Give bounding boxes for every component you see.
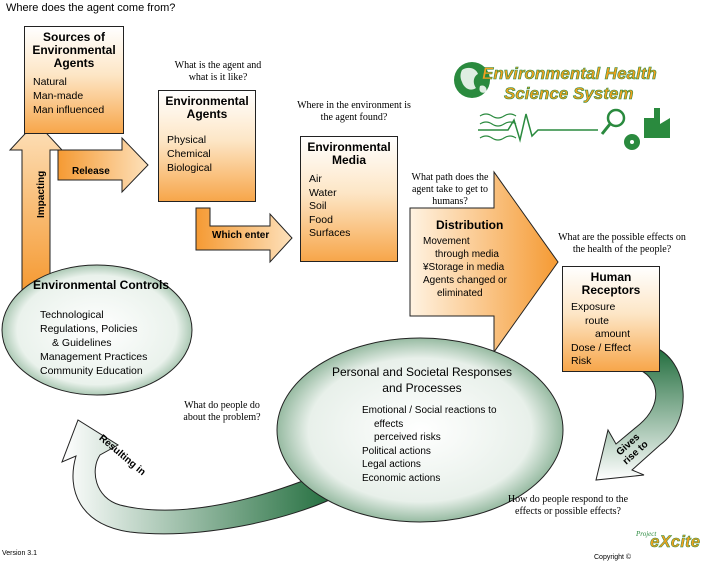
question-where-found: Where in the environment is the agent fo… bbox=[297, 100, 411, 123]
release-arrow bbox=[57, 136, 149, 194]
gives-rise-arrow bbox=[595, 345, 684, 481]
distribution-arrow bbox=[409, 170, 559, 354]
responses-item: Emotional / Social reactions to bbox=[362, 405, 497, 416]
distribution-title: Distribution bbox=[436, 218, 504, 232]
excite-logo: Project eXcite bbox=[636, 524, 708, 560]
factory-icon bbox=[644, 108, 670, 138]
controls-item: Community Education bbox=[40, 365, 143, 377]
responses-item: perceived risks bbox=[374, 432, 441, 443]
agents-item: Physical bbox=[167, 134, 207, 146]
distribution-item: Movement bbox=[423, 236, 470, 247]
heartbeat-line-icon bbox=[478, 113, 598, 143]
responses-item: Legal actions bbox=[362, 459, 421, 470]
question-effects: What are the possible effects on the hea… bbox=[558, 232, 686, 255]
controls-ellipse-shape bbox=[1, 264, 193, 396]
controls-item: & Guidelines bbox=[52, 337, 112, 349]
media-item: Air bbox=[309, 173, 322, 185]
controls-item: Technological bbox=[40, 309, 104, 321]
excite-logo-small: Project bbox=[636, 530, 657, 538]
controls-title: Environmental Controls bbox=[32, 278, 169, 292]
agents-title: Environmental Agents bbox=[165, 94, 249, 121]
impacting-arrow bbox=[8, 121, 64, 291]
receptors-item: Risk bbox=[571, 355, 592, 367]
distribution-item: Agents changed or bbox=[423, 275, 507, 286]
impacting-label: Impacting bbox=[36, 170, 47, 218]
media-item: Soil bbox=[309, 200, 327, 212]
receptors-item: Exposure bbox=[571, 301, 616, 313]
ehss-logo: Environmental Health Science System bbox=[448, 58, 698, 158]
sources-item: Man influenced bbox=[33, 104, 105, 116]
media-box: Environmental Media Air Water Soil Food … bbox=[300, 136, 398, 262]
controls-list: Technological Regulations, Policies & Gu… bbox=[40, 308, 147, 378]
media-item: Water bbox=[309, 186, 337, 199]
distribution-list: Movement through media ¥Storage in media… bbox=[423, 235, 507, 300]
magnifier-icon bbox=[606, 108, 626, 128]
which-enter-label: Which enter bbox=[212, 230, 270, 241]
which-enter-arrow bbox=[195, 207, 293, 264]
agents-box: Environmental Agents Physical Chemical B… bbox=[158, 90, 256, 202]
question-agent-like: What is the agent and what is it like? bbox=[174, 60, 262, 83]
distribution-item: through media bbox=[435, 249, 499, 260]
sources-title: Sources of Environmental Agents bbox=[32, 30, 116, 70]
receptors-title: Human Receptors bbox=[581, 270, 641, 297]
responses-item: Economic actions bbox=[362, 472, 441, 484]
agents-item: Chemical bbox=[167, 148, 211, 160]
responses-title: Personal and Societal Responses and Proc… bbox=[331, 365, 513, 395]
copyright-label: Copyright © bbox=[594, 554, 632, 561]
responses-ellipse-shape bbox=[276, 337, 564, 523]
question-respond: How do people respond to the effects or … bbox=[507, 494, 629, 517]
distribution-item: eliminated bbox=[437, 288, 483, 299]
controls-item: Management Practices bbox=[40, 351, 148, 363]
question-people-do: What do people do about the problem? bbox=[183, 400, 261, 423]
responses-item: effects bbox=[374, 418, 404, 430]
top-question: Where does the agent come from? bbox=[6, 2, 176, 14]
logo-line1: Environmental Health bbox=[482, 64, 657, 84]
agents-item: Biological bbox=[167, 162, 212, 174]
question-path: What path does the agent take to get to … bbox=[411, 172, 489, 207]
excite-logo-text: eXcite bbox=[650, 532, 701, 552]
media-item: Food bbox=[309, 213, 333, 226]
resulting-arrow bbox=[61, 419, 341, 535]
logo-line2: Science System bbox=[504, 84, 634, 104]
receptors-item: Dose / Effect bbox=[571, 341, 631, 354]
sources-item: Man-made bbox=[33, 90, 84, 102]
version-label: Version 3.1 bbox=[2, 550, 38, 557]
distribution-item: ¥Storage in media bbox=[423, 262, 505, 273]
sources-box: Sources of Environmental Agents Natural … bbox=[24, 26, 124, 134]
media-item: Surfaces bbox=[309, 227, 351, 239]
receptors-item: route bbox=[585, 314, 609, 327]
controls-item: Regulations, Policies bbox=[40, 323, 138, 335]
receptors-item: amount bbox=[595, 328, 631, 340]
wave-icon bbox=[479, 113, 517, 141]
sources-item: Natural bbox=[33, 76, 67, 88]
release-label: Release bbox=[72, 166, 110, 177]
responses-list: Emotional / Social reactions to effects … bbox=[362, 404, 497, 485]
media-title: Environmental Media bbox=[307, 140, 391, 167]
responses-item: Political actions bbox=[362, 445, 431, 457]
receptors-box: Human Receptors Exposure route amount Do… bbox=[562, 266, 660, 372]
